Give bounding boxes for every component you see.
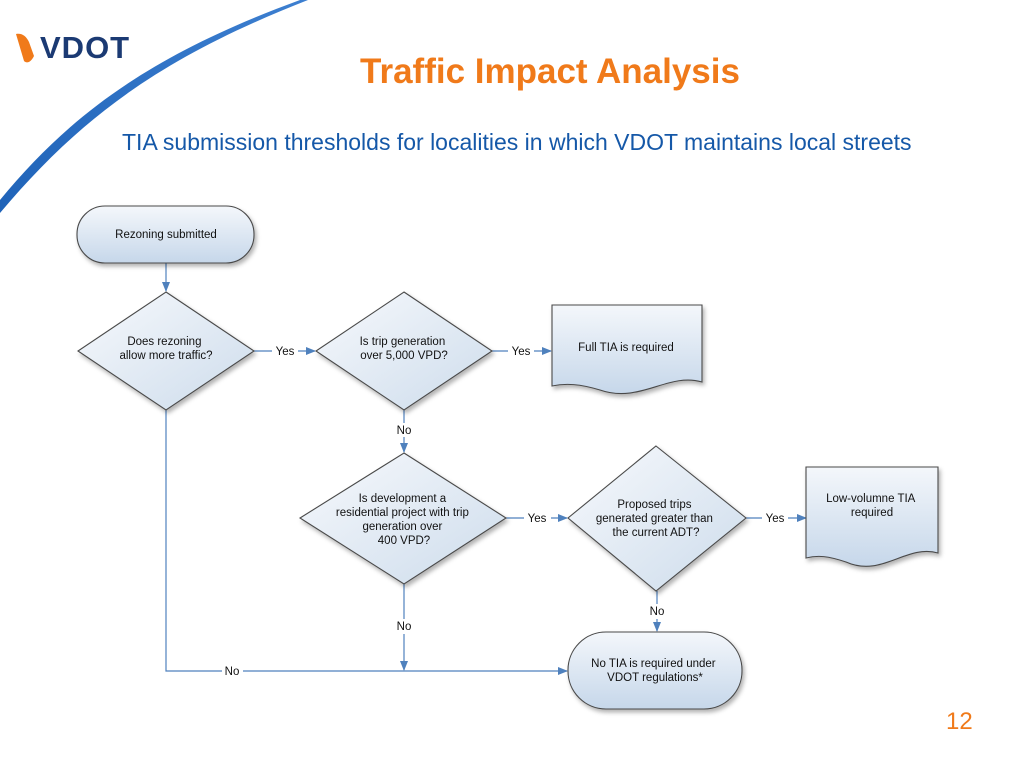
node-trip-label: Is trip generation over 5,000 VPD?	[360, 336, 449, 362]
page-number: 12	[946, 708, 973, 735]
logo-text: VDOT	[40, 30, 131, 65]
node-no-tia	[567, 631, 743, 710]
node-trip-generation	[315, 291, 493, 411]
node-no-tia-label: No TIA is required under VDOT regulation…	[591, 658, 719, 684]
node-allow-more-traffic	[77, 291, 255, 411]
node-proposed-label: Proposed trips generated greater than th…	[596, 499, 716, 539]
node-allow-label: Does rezoning allow more traffic?	[119, 336, 212, 362]
node-rezoning-submitted	[76, 205, 255, 264]
vdot-logo-mark	[16, 33, 34, 63]
edge-label-trip-residential: No	[397, 425, 412, 437]
node-low-volume-label: Low-volumne TIA required	[826, 493, 918, 519]
edge-label-allow-trip: Yes	[276, 346, 295, 358]
node-full-tia-label: Full TIA is required	[578, 342, 674, 354]
edge-label-residential-notia: No	[397, 621, 412, 633]
edge-label-allow-notia: No	[225, 666, 240, 678]
node-residential	[298, 452, 508, 585]
edge-label-proposed-notia: No	[650, 606, 665, 618]
node-rezoning-label: Rezoning submitted	[115, 229, 217, 241]
edge-label-proposed-low: Yes	[766, 513, 785, 525]
edge-label-residential-proposed: Yes	[528, 513, 547, 525]
node-full-tia	[551, 304, 703, 395]
vdot-logo: VDOT	[14, 28, 130, 68]
page-title: Traffic Impact Analysis	[360, 52, 740, 91]
page-subtitle: TIA submission thresholds for localities…	[122, 129, 912, 155]
edge-label-trip-full: Yes	[512, 346, 531, 358]
edge-allow-to-notia	[165, 410, 567, 671]
node-proposed-trips	[567, 445, 747, 592]
node-residential-label: Is development a residential project wit…	[336, 493, 472, 547]
node-low-volume-tia	[805, 466, 939, 567]
